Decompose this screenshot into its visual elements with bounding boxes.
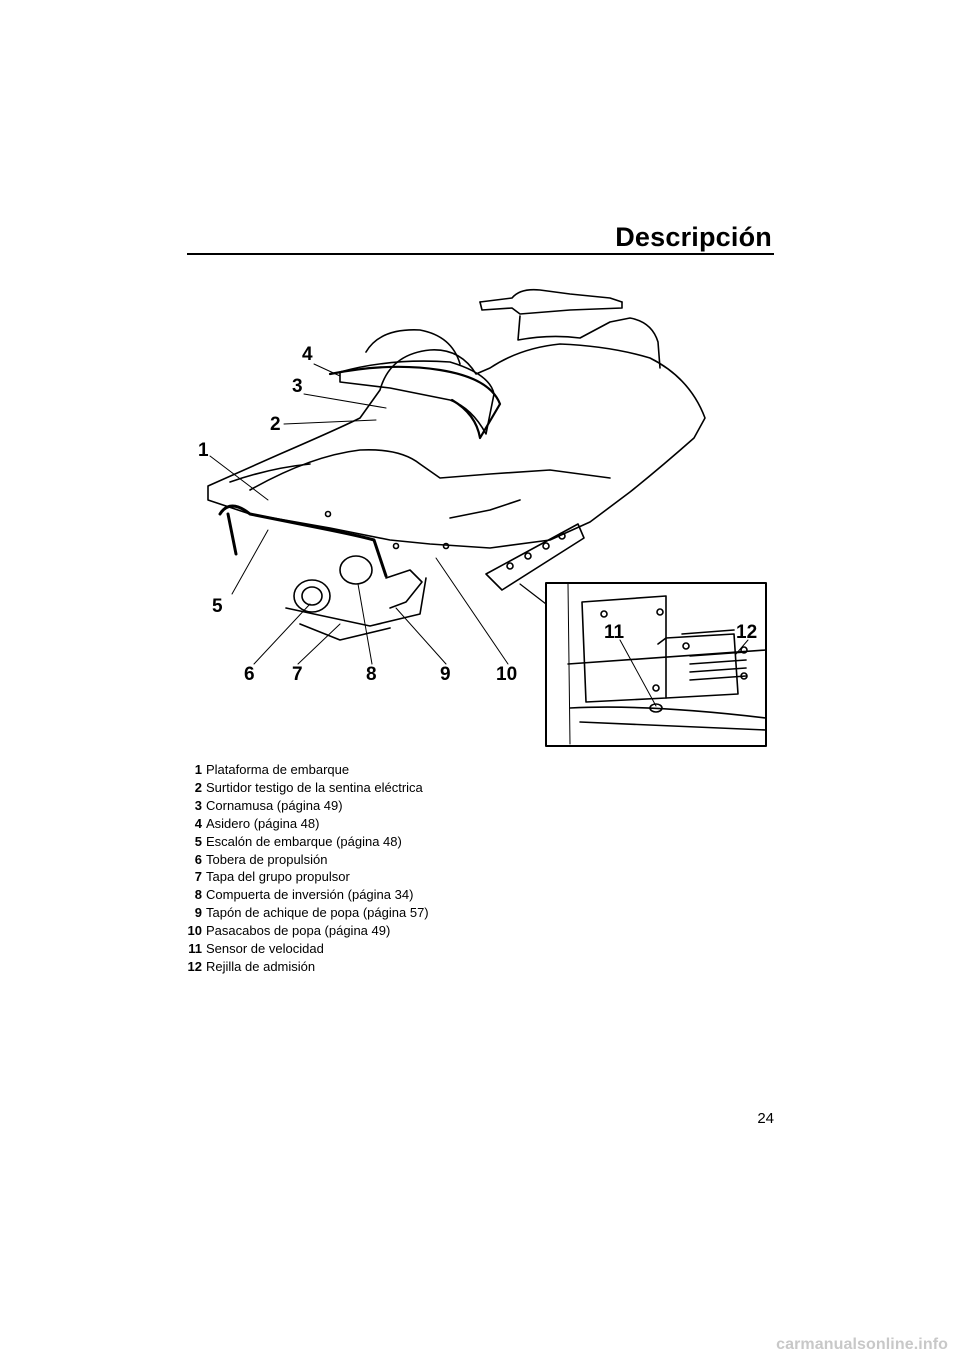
callout-3: 3 [292, 376, 303, 397]
callout-7: 7 [292, 664, 303, 685]
callout-5: 5 [212, 596, 223, 617]
legend-number: 5 [194, 833, 202, 849]
legend-number: 3 [194, 797, 202, 813]
legend-number: 8 [194, 887, 202, 903]
page-number: 24 [757, 1110, 774, 1127]
legend-text: Asidero (página 48) [206, 815, 320, 831]
legend-text: Surtidor testigo de la sentina eléctrica [206, 779, 423, 795]
callout-11: 11 [604, 622, 625, 643]
callout-2: 2 [270, 414, 281, 435]
callout-8: 8 [366, 664, 377, 685]
legend-text: Escalón de embarque (página 48) [206, 833, 402, 849]
legend-text: Rejilla de admisión [206, 958, 316, 974]
legend-text: Plataforma de embarque [206, 762, 350, 777]
legend-number: 1 [194, 762, 202, 777]
legend-text: Tapa del grupo propulsor [206, 869, 350, 885]
legend-item: 1 Plataforma de embarque [182, 761, 602, 779]
legend-number: 10 [187, 923, 202, 939]
watercraft-illustration [207, 288, 767, 747]
legend-number: 4 [194, 815, 202, 831]
watercraft-figure: 1 2 3 4 5 6 7 8 9 10 11 12 [190, 278, 780, 750]
legend-text: Tapón de achique de popa (página 57) [206, 905, 429, 921]
page-header-title: Descripción [615, 222, 772, 252]
legend-number: 11 [188, 941, 202, 957]
legend-text: Tobera de propulsión [206, 851, 328, 867]
callout-6: 6 [244, 664, 255, 685]
legend-text: Cornamusa (página 49) [206, 797, 343, 813]
callout-10: 10 [496, 664, 518, 685]
legend-text: Pasacabos de popa (página 49) [206, 923, 391, 939]
legend-number: 9 [194, 905, 202, 921]
legend-text: Compuerta de inversión (página 34) [206, 887, 414, 903]
watermark-text: carmanualsonline.info [776, 1336, 948, 1353]
callout-1: 1 [198, 440, 209, 461]
callout-12: 12 [736, 622, 758, 643]
legend-number: 7 [194, 869, 202, 885]
legend-number: 2 [194, 779, 202, 795]
legend-text: Sensor de velocidad [206, 941, 324, 957]
legend-number: 12 [187, 958, 202, 974]
callout-4: 4 [302, 344, 313, 365]
header-rule [187, 253, 774, 255]
callout-9: 9 [440, 664, 451, 685]
legend-number: 6 [194, 851, 202, 867]
